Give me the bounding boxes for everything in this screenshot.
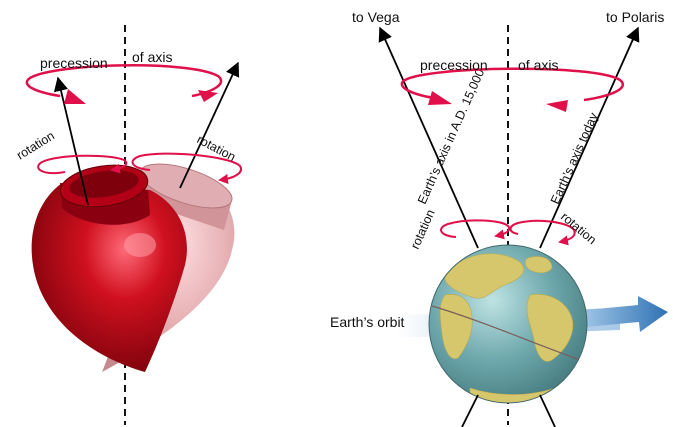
left-rotation-loop-1: [37, 154, 128, 174]
right-rotation-loop-1: [440, 219, 511, 240]
right-precession-loop: [400, 67, 624, 112]
axis-future-label: Earth’s axis in A.D. 15,000: [415, 67, 487, 206]
to-polaris-label: to Polaris: [606, 9, 664, 25]
earths-orbit-label: Earth’s orbit: [330, 314, 405, 330]
left-precession-label: precession: [40, 55, 108, 71]
to-vega-label: to Vega: [352, 9, 400, 25]
ghost-spin-axis: [179, 61, 240, 189]
right-panel: Earth’s orbit to Vega to Polaris Earth’s…: [330, 9, 668, 427]
red-spinning-top: [31, 164, 187, 372]
left-rotation-label-1: rotation: [14, 129, 57, 163]
top-spin-axis: [53, 76, 89, 206]
right-of-axis-label: of axis: [518, 57, 558, 73]
polaris-axis: [539, 26, 640, 249]
left-of-axis-label: of axis: [132, 49, 172, 65]
polaris-axis-south-extension: [539, 394, 556, 427]
axis-today-label: Earth’s axis today: [548, 110, 601, 206]
left-rotation-label-2: rotation: [195, 132, 238, 164]
vega-axis-south-extension: [461, 394, 479, 427]
right-rotation-loop-2: [509, 219, 576, 246]
greenland-land: [524, 256, 553, 274]
right-precession-label: precession: [420, 57, 488, 73]
earth-equator: [431, 305, 587, 363]
earth-globe: [428, 244, 588, 404]
vega-axis: [378, 26, 479, 249]
left-precession-loop: [25, 64, 223, 104]
orbit-direction-arrow: [585, 296, 668, 332]
left-rotation-loop-2: [131, 152, 242, 184]
left-panel: precession of axis rotation rotation: [14, 25, 242, 425]
north-america-land: [444, 253, 524, 299]
right-rotation-label-1: rotation: [408, 207, 438, 251]
